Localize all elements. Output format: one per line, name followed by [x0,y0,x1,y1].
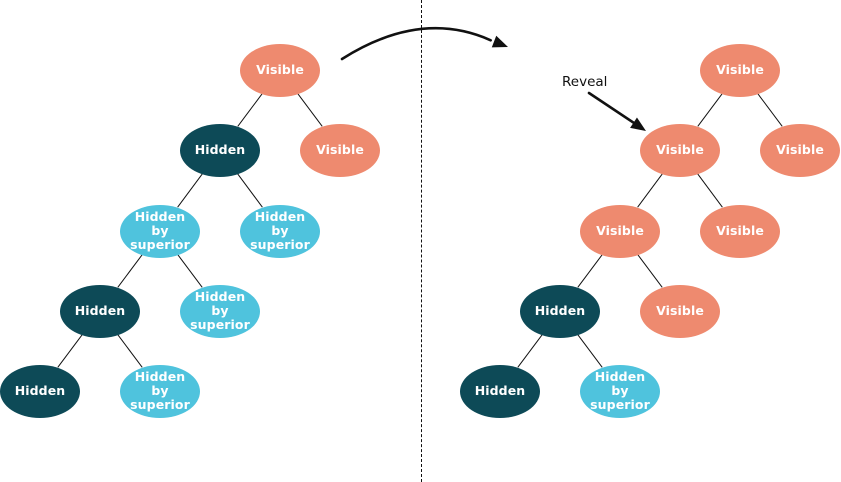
tree-node-label: Hidden [474,382,526,398]
tree-node-label: Visible [596,222,644,238]
tree-edge [177,173,203,208]
tree-node-visible[interactable]: Visible [640,123,720,177]
tree-node-hidden[interactable]: Hidden [0,364,80,418]
tree-node-label: Visible [716,222,764,238]
tree-node-label: Visible [256,61,304,77]
tree-node-label: Hidden [534,302,586,318]
tree-node-visible[interactable]: Visible [640,284,720,338]
tree-node-visible[interactable]: Visible [580,204,660,258]
tree-edge [637,173,663,208]
tree-node-label: Visible [716,61,764,77]
tree-edge [177,254,203,288]
tree-node-hidden[interactable]: Hidden [180,123,260,177]
tree-node-visible[interactable]: Visible [300,123,380,177]
tree-node-visible[interactable]: Visible [240,43,320,97]
tree-node-hidden[interactable]: Hidden [460,364,540,418]
tree-node-label: Hidden [74,302,126,318]
reveal-label: Reveal [562,74,608,90]
tree-node-label: Visible [316,141,364,157]
tree-edge [237,173,263,208]
tree-edge [117,254,143,288]
tree-edge [697,93,723,127]
tree-node-label: Visible [656,302,704,318]
tree-edge [697,173,723,208]
tree-node-visible[interactable]: Visible [760,123,840,177]
tree-node-label: Hidden [194,141,246,157]
tree-edge [517,334,543,368]
tree-edge [757,93,783,127]
tree-edge [637,254,663,288]
tree-edge [577,254,603,288]
tree-node-label: Hidden [14,382,66,398]
tree-node-hidden[interactable]: Hidden [520,284,600,338]
tree-edge [57,334,83,368]
vertical-dashed-divider [421,0,422,482]
tree-node-hidden[interactable]: Hidden [60,284,140,338]
tree-edge [577,334,603,368]
curved-transform-arrow [340,26,508,61]
tree-edge [117,334,143,368]
tree-node-visible[interactable]: Visible [700,204,780,258]
tree-node-label: Visible [656,141,704,157]
tree-edge [237,93,263,127]
reveal-arrow [587,91,646,131]
tree-edge [297,93,323,127]
tree-node-label: Visible [776,141,824,157]
tree-node-visible[interactable]: Visible [700,43,780,97]
